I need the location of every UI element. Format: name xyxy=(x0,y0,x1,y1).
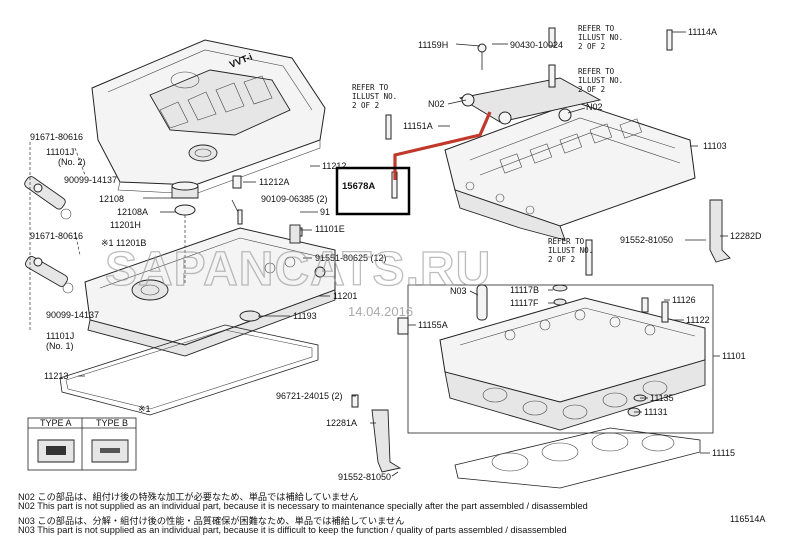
svg-text:2 OF 2: 2 OF 2 xyxy=(548,255,575,264)
oil-filler-cap xyxy=(171,181,199,216)
svg-text:ILLUST NO.: ILLUST NO. xyxy=(548,246,593,255)
label-11114a: 11114A xyxy=(688,27,717,37)
label-12281a: 12281A xyxy=(326,418,357,428)
figure-id: 116514A xyxy=(730,514,765,524)
label-11159h: 11159H xyxy=(418,40,448,50)
svg-text:REFER TO: REFER TO xyxy=(578,67,615,76)
svg-text:2 OF 2: 2 OF 2 xyxy=(578,42,605,51)
label-n03: N03 xyxy=(450,286,467,296)
label-11201b: ※1 11201B xyxy=(101,238,146,248)
refer-note-2: REFER TO ILLUST NO. 2 OF 2 xyxy=(578,67,623,94)
label-11213: 11213 xyxy=(44,371,68,381)
label-91552-81050-bottom: 91552-81050 xyxy=(338,472,391,482)
engine-hanger-12281a xyxy=(351,394,402,473)
refer-note-3: REFER TO ILLUST NO. 2 OF 2 xyxy=(352,83,397,110)
plug-seal-11193 xyxy=(239,310,261,322)
label-11101j-bottom: 11101J xyxy=(46,331,74,341)
label-11117b: 11117B xyxy=(510,285,539,295)
label-90109-06385: 90109-06385 (2) xyxy=(261,194,328,204)
label-11212: 11212 xyxy=(322,161,346,171)
cylinder-head xyxy=(439,297,706,431)
label-11201: 11201 xyxy=(333,291,357,301)
note-n02-ja: N02 この部品は、組付け後の特殊な加工が必要なため、単品では補給していません xyxy=(18,492,359,502)
label-11103: 11103 xyxy=(703,141,727,151)
part-labels: 11159H 90430-10024 11114A N02 N02 11151A… xyxy=(30,27,762,482)
label-11201h: 11201H xyxy=(110,220,141,230)
vvt-sensor-no2 xyxy=(24,176,72,220)
svg-text:REFER TO: REFER TO xyxy=(578,24,615,33)
note-n03-ja: N03 この部品は、分解・組付け後の性能・品質確保が困難なため、単品では補給して… xyxy=(18,516,405,526)
label-90099-14137-bottom: 90099-14137 xyxy=(46,310,99,320)
vvt-sensor-no1 xyxy=(25,256,74,294)
head-cover-gasket xyxy=(59,324,319,416)
note-n02-en: N02 This part is not supplied as an indi… xyxy=(18,501,588,511)
label-11135: 11135 xyxy=(650,393,674,403)
type-inset xyxy=(27,417,137,471)
label-11131: 11131 xyxy=(644,407,668,417)
svg-text:ILLUST NO.: ILLUST NO. xyxy=(578,76,623,85)
label-n02-right: N02 xyxy=(586,102,603,112)
cylinder-head-cover xyxy=(84,175,336,357)
label-11126: 11126 xyxy=(672,295,696,305)
label-90099-14137-top: 90099-14137 xyxy=(64,175,117,185)
svg-text:ILLUST NO.: ILLUST NO. xyxy=(352,92,397,101)
svg-text:REFER TO: REFER TO xyxy=(352,83,389,92)
inset-star: ※1 xyxy=(138,404,151,414)
refer-note-1: REFER TO ILLUST NO. 2 OF 2 xyxy=(578,24,623,51)
camshaft-housing xyxy=(444,101,696,241)
type-b-label: TYPE B xyxy=(96,418,128,428)
label-11151a: 11151A xyxy=(403,121,433,131)
oil-control-rail xyxy=(458,27,602,125)
label-91551-80625: 91551-80625 (12) xyxy=(315,253,387,263)
label-96721-24015: 96721-24015 (2) xyxy=(276,391,343,401)
label-12108: 12108 xyxy=(99,194,124,204)
label-91-truncated: 91 xyxy=(320,207,330,217)
label-11117f: 11117F xyxy=(510,298,539,308)
label-11101e: 11101E xyxy=(315,224,345,234)
engine-cover xyxy=(91,39,326,195)
label-12282d: 12282D xyxy=(730,231,762,241)
note-n03-en: N03 This part is not supplied as an indi… xyxy=(18,525,567,535)
label-11155a: 11155A xyxy=(418,320,448,330)
label-91671-80616-top: 91671-80616 xyxy=(30,132,83,142)
watermark-date: 14.04.2016 xyxy=(348,304,413,319)
label-15678a: 15678A xyxy=(342,181,375,192)
svg-text:ILLUST NO.: ILLUST NO. xyxy=(578,33,623,42)
type-a-label: TYPE A xyxy=(40,418,72,428)
cylinder-head-small-parts xyxy=(397,239,669,417)
svg-text:2 OF 2: 2 OF 2 xyxy=(578,85,605,94)
label-11193: 11193 xyxy=(293,311,317,321)
watermark-text: SAPANCATS.RU xyxy=(105,243,491,296)
label-n02-left: N02 xyxy=(428,99,445,109)
label-12108a: 12108A xyxy=(117,207,148,217)
leader-lines xyxy=(29,31,728,477)
refer-note-4: REFER TO ILLUST NO. 2 OF 2 xyxy=(548,237,593,264)
label-91552-81050-top: 91552-81050 xyxy=(620,235,673,245)
label-11212a: 11212A xyxy=(259,177,289,187)
svg-text:2 OF 2: 2 OF 2 xyxy=(352,101,379,110)
cylinder-head-gasket xyxy=(454,427,701,489)
sensor-11101e xyxy=(289,224,301,244)
label-11101j-top-sub: (No. 2) xyxy=(58,157,86,167)
label-11122: 11122 xyxy=(686,315,710,325)
highlight-box xyxy=(335,166,411,216)
label-11101j-top: 11101J xyxy=(46,147,74,157)
engine-hanger-12282d xyxy=(709,199,731,263)
label-11115: 11115 xyxy=(712,448,735,458)
label-11101j-bottom-sub: (No. 1) xyxy=(46,341,74,351)
label-11101: 11101 xyxy=(722,351,746,361)
label-91671-80616-mid: 91671-80616 xyxy=(30,231,83,241)
svg-text:REFER TO: REFER TO xyxy=(548,237,585,246)
label-90430-10024: 90430-10024 xyxy=(510,40,563,50)
